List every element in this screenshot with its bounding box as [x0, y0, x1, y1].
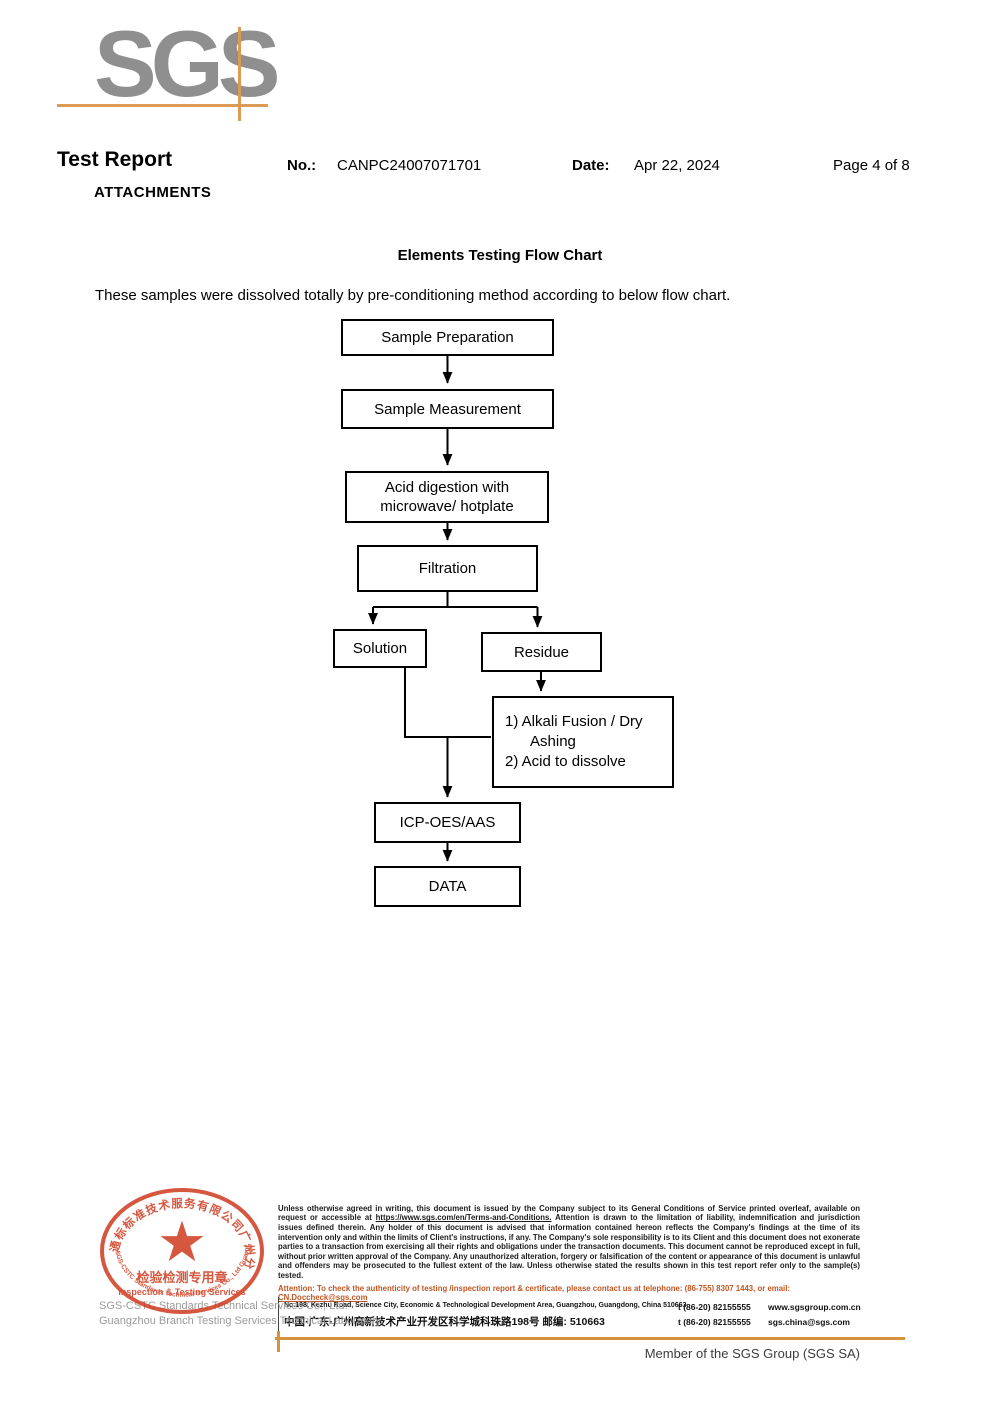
inspection-stamp: 通标标准技术服务有限公司广州分公司 ★ 检验检测专用章 Inspection &…	[94, 1184, 264, 1314]
footer-horizontal-rule	[275, 1337, 905, 1340]
legal-text-pre: Unless otherwise agreed in writing, this…	[278, 1203, 860, 1223]
telephone-2: t (86-20) 82155555	[678, 1317, 751, 1327]
address-english: No.198, Kezhu Road, Science City, Econom…	[284, 1302, 687, 1309]
legal-terms-paragraph: Unless otherwise agreed in writing, this…	[278, 1204, 860, 1281]
flowchart-box-filtration: Filtration	[357, 545, 538, 592]
attachments-label: ATTACHMENTS	[94, 184, 212, 201]
flowchart-box-sample-preparation: Sample Preparation	[341, 319, 554, 356]
flowchart-box-icp-oes-aas: ICP-OES/AAS	[374, 802, 521, 843]
terms-and-conditions-link[interactable]: https://www.sgs.com/en/Terms-and-Conditi…	[375, 1213, 552, 1223]
stamp-ring	[100, 1188, 264, 1314]
report-no-label: No.:	[287, 157, 317, 174]
report-title: Test Report	[57, 148, 173, 171]
contact-email[interactable]: sgs.china@sgs.com	[768, 1317, 850, 1327]
doccheck-email-link[interactable]: CN.Doccheck@sgs.com	[278, 1293, 368, 1303]
telephone-1: t (86-20) 82155555	[678, 1302, 751, 1312]
stamp-star-icon: ★	[157, 1210, 207, 1273]
logo-vertical-rule	[238, 27, 241, 121]
address-chinese: 中国·广东·广州高新技术产业开发区科学城科珠路198号 邮编: 510663	[284, 1316, 605, 1328]
stamp-line-chinese: 检验检测专用章	[136, 1270, 227, 1285]
attention-notice: Attention: To check the authenticity of …	[278, 1284, 866, 1303]
flowchart-box-data: DATA	[374, 866, 521, 907]
flow-chart-title: Elements Testing Flow Chart	[397, 247, 603, 264]
flowchart-box-residue: Residue	[481, 632, 602, 672]
stamp-line-english: Inspection & Testing Services	[118, 1287, 245, 1297]
flowchart-box-acid-digestion: Acid digestion with microwave/ hotplate	[345, 471, 549, 523]
logo-horizontal-rule	[57, 104, 268, 107]
flowchart-box-alkali-fusion: 1) Alkali Fusion / Dry Ashing 2) Acid to…	[492, 696, 674, 788]
intro-text: These samples were dissolved totally by …	[95, 287, 731, 304]
connector-solution-join	[404, 668, 491, 738]
website-url[interactable]: www.sgsgroup.com.cn	[768, 1302, 861, 1312]
flowchart-box-solution: Solution	[333, 629, 427, 668]
date-value: Apr 22, 2024	[634, 157, 720, 174]
address-block-border	[278, 1297, 879, 1333]
company-name-line2: Guangzhou Branch Testing Services Techni…	[99, 1315, 384, 1327]
flowchart-box-sample-measurement: Sample Measurement	[341, 389, 554, 429]
page-number: Page 4 of 8	[833, 157, 910, 174]
attention-text: Attention: To check the authenticity of …	[278, 1283, 790, 1293]
report-no-value: CANPC24007071701	[337, 157, 482, 174]
sgs-group-member-note: Member of the SGS Group (SGS SA)	[644, 1346, 860, 1361]
footer-vertical-tick	[277, 1331, 280, 1352]
date-label: Date:	[572, 157, 610, 174]
legal-text-post: Attention is drawn to the limitation of …	[278, 1213, 860, 1280]
sgs-logo: SGS	[94, 11, 280, 116]
